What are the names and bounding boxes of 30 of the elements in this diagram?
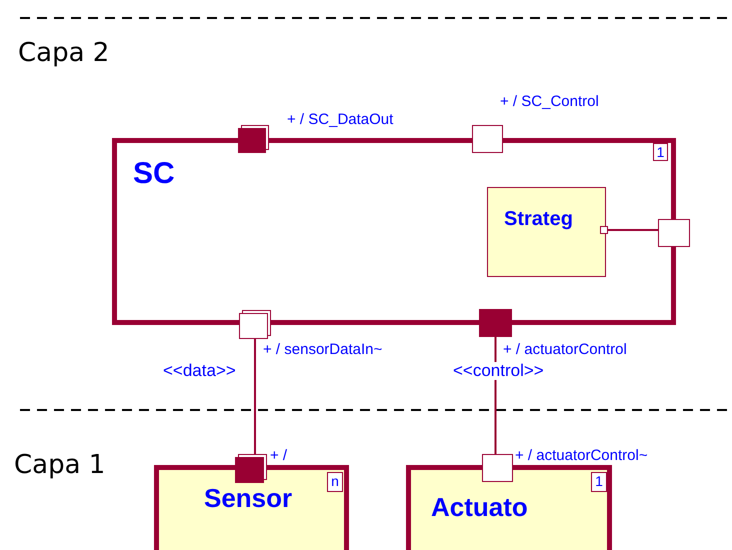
- port-box: [600, 226, 608, 234]
- port-label: + / actuatorControl: [503, 341, 627, 358]
- port-label: + / sensorDataIn~: [263, 341, 382, 358]
- connector-line: [254, 339, 256, 454]
- port-label: + / actuatorControl~: [515, 447, 648, 464]
- port-box: [239, 310, 271, 339]
- port-box: [235, 454, 267, 483]
- part-name: SC: [133, 157, 175, 191]
- layer-label: Capa 1: [14, 450, 106, 480]
- part-box: [487, 187, 606, 277]
- layer-label: Capa 2: [18, 38, 110, 68]
- port-label: + / SC_Control: [500, 93, 599, 110]
- port-box: [658, 219, 690, 247]
- port-label: + / SC_DataOut: [287, 111, 394, 128]
- port-box: [238, 125, 269, 153]
- part-name: Actuato: [431, 492, 528, 523]
- port-box: [472, 125, 503, 153]
- port-box: [479, 309, 512, 337]
- part-name: Strateg: [504, 208, 573, 231]
- port-box: [482, 454, 513, 482]
- port-label: + /: [270, 447, 288, 464]
- part-box: [406, 465, 612, 550]
- part-box: [154, 465, 349, 550]
- part-box: [112, 138, 676, 325]
- multiplicity-box: n: [327, 472, 343, 492]
- connector-line: [608, 229, 658, 231]
- part-name: Sensor: [204, 483, 292, 514]
- multiplicity-box: 1: [591, 472, 607, 492]
- edge-label: <<control>>: [452, 362, 545, 380]
- multiplicity-box: 1: [653, 143, 668, 161]
